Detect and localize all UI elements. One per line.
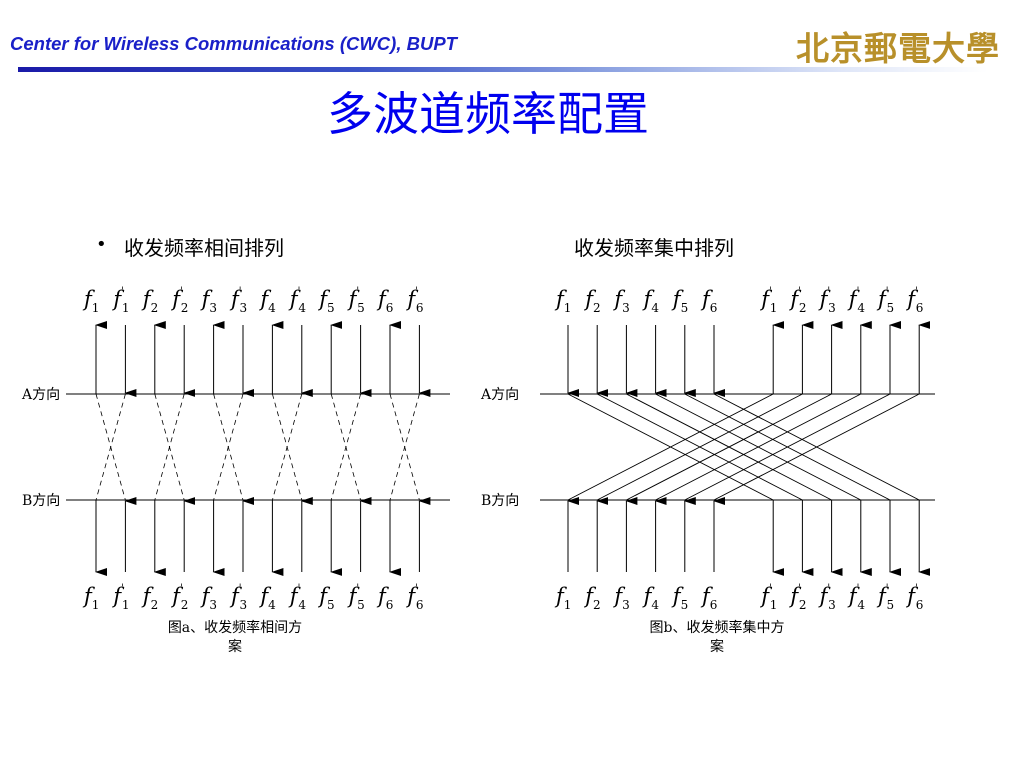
top-freq-label-b: f'2 bbox=[788, 286, 806, 315]
solid-crossing bbox=[655, 393, 862, 501]
bottom-freq-label-a: f5 bbox=[317, 584, 334, 612]
top-freq-label-b: f'1 bbox=[759, 286, 777, 315]
direction-a-label: A方向 bbox=[21, 387, 60, 403]
bottom-freq-label-b: f'1 bbox=[759, 583, 777, 612]
dashed-crossing bbox=[95, 393, 126, 501]
top-freq-label-b: f'5 bbox=[876, 286, 894, 315]
top-freq-label-a: f6 bbox=[376, 287, 393, 315]
bottom-freq-label-a: f2 bbox=[141, 584, 158, 612]
diagram-a-interleaved: A方向 B方向 f1 f1 f'1 f'1 f2 f2 f'2 f'2 f3 f3 f'3 f'3 f4 f4… bbox=[21, 286, 450, 612]
top-freq-label-b: f2 bbox=[583, 287, 600, 315]
top-freq-label-a: f5 bbox=[317, 287, 334, 315]
bullet-marker: • bbox=[96, 234, 107, 255]
bottom-freq-label-a: f'3 bbox=[229, 583, 247, 612]
top-freq-label-a: f'4 bbox=[288, 286, 307, 315]
slide-title: 多波道频率配置 bbox=[327, 87, 649, 141]
bottom-freq-label-b: f'6 bbox=[905, 583, 923, 612]
caption-b-line2: 案 bbox=[710, 639, 724, 655]
bottom-freq-label-a: f'5 bbox=[347, 583, 365, 612]
bottom-freq-label-b: f'2 bbox=[788, 583, 806, 612]
dashed-crossing bbox=[154, 393, 185, 501]
direction-a-label: A方向 bbox=[480, 387, 519, 403]
bottom-freq-label-b: f6 bbox=[700, 584, 717, 612]
bottom-freq-label-a: f'2 bbox=[170, 583, 188, 612]
bottom-freq-label-a: f1 bbox=[82, 584, 99, 612]
university-logo: 北京郵電大學 bbox=[796, 29, 1000, 68]
solid-crossing bbox=[684, 393, 891, 501]
top-freq-label-a: f2 bbox=[141, 287, 158, 315]
top-freq-label-a: f4 bbox=[258, 287, 276, 315]
bottom-freq-label-b: f'3 bbox=[818, 583, 836, 612]
top-freq-label-b: f4 bbox=[642, 287, 660, 315]
caption-a-line1: 图a、收发频率相间方 bbox=[167, 620, 303, 636]
top-freq-label-a: f'1 bbox=[111, 286, 129, 315]
top-freq-label-a: f3 bbox=[200, 287, 217, 315]
dashed-crossing bbox=[272, 393, 303, 501]
top-freq-label-b: f'4 bbox=[847, 286, 866, 315]
bottom-freq-label-b: f2 bbox=[583, 584, 600, 612]
top-freq-label-b: f'6 bbox=[905, 286, 923, 315]
top-freq-label-b: f6 bbox=[700, 287, 717, 315]
bottom-freq-label-a: f'6 bbox=[405, 583, 423, 612]
subtitle-interleaved: 收发频率相间排列 bbox=[124, 236, 284, 260]
caption-a-line2: 案 bbox=[228, 639, 242, 655]
dashed-crossing bbox=[389, 393, 420, 501]
solid-crossing bbox=[713, 393, 920, 501]
header-divider bbox=[18, 67, 988, 72]
header-title: Center for Wireless Communications (CWC)… bbox=[10, 33, 457, 54]
top-freq-label-a: f'2 bbox=[170, 286, 188, 315]
bottom-freq-label-b: f4 bbox=[642, 584, 660, 612]
solid-crossing bbox=[567, 393, 774, 501]
subtitle-grouped: 收发频率集中排列 bbox=[574, 236, 734, 260]
direction-b-label: B方向 bbox=[481, 493, 519, 509]
top-freq-label-b: f'3 bbox=[818, 286, 836, 315]
bottom-freq-label-b: f3 bbox=[612, 584, 629, 612]
diagram-b-grouped: A方向 B方向 f1 f1 f2 f2 f3 f3 f4 f4 f5 f5 f6 f6 f'1 f'1 f'2 f… bbox=[480, 286, 935, 612]
dashed-crossing bbox=[213, 393, 244, 501]
top-freq-label-b: f3 bbox=[612, 287, 629, 315]
solid-crossing bbox=[596, 393, 803, 501]
bottom-freq-label-a: f'1 bbox=[111, 583, 129, 612]
bottom-freq-label-b: f5 bbox=[671, 584, 688, 612]
top-freq-label-a: f'5 bbox=[347, 286, 365, 315]
top-freq-label-b: f5 bbox=[671, 287, 688, 315]
caption-b: 图b、收发频率集中方 案 bbox=[617, 619, 817, 657]
bottom-freq-label-a: f3 bbox=[200, 584, 217, 612]
bottom-freq-label-b: f1 bbox=[554, 584, 571, 612]
solid-crossing bbox=[626, 393, 832, 501]
top-freq-label-a: f'6 bbox=[405, 286, 423, 315]
bottom-freq-label-b: f'5 bbox=[876, 583, 894, 612]
top-freq-label-a: f'3 bbox=[229, 286, 247, 315]
bottom-freq-label-a: f4 bbox=[258, 584, 276, 612]
dashed-crossing bbox=[330, 393, 361, 501]
caption-a: 图a、收发频率相间方 案 bbox=[135, 619, 335, 657]
top-freq-label-a: f1 bbox=[82, 287, 99, 315]
bottom-freq-label-b: f'4 bbox=[847, 583, 866, 612]
caption-b-line1: 图b、收发频率集中方 bbox=[649, 620, 785, 636]
bottom-freq-label-a: f'4 bbox=[288, 583, 307, 612]
top-freq-label-b: f1 bbox=[554, 287, 571, 315]
direction-b-label: B方向 bbox=[22, 493, 60, 509]
bottom-freq-label-a: f6 bbox=[376, 584, 393, 612]
